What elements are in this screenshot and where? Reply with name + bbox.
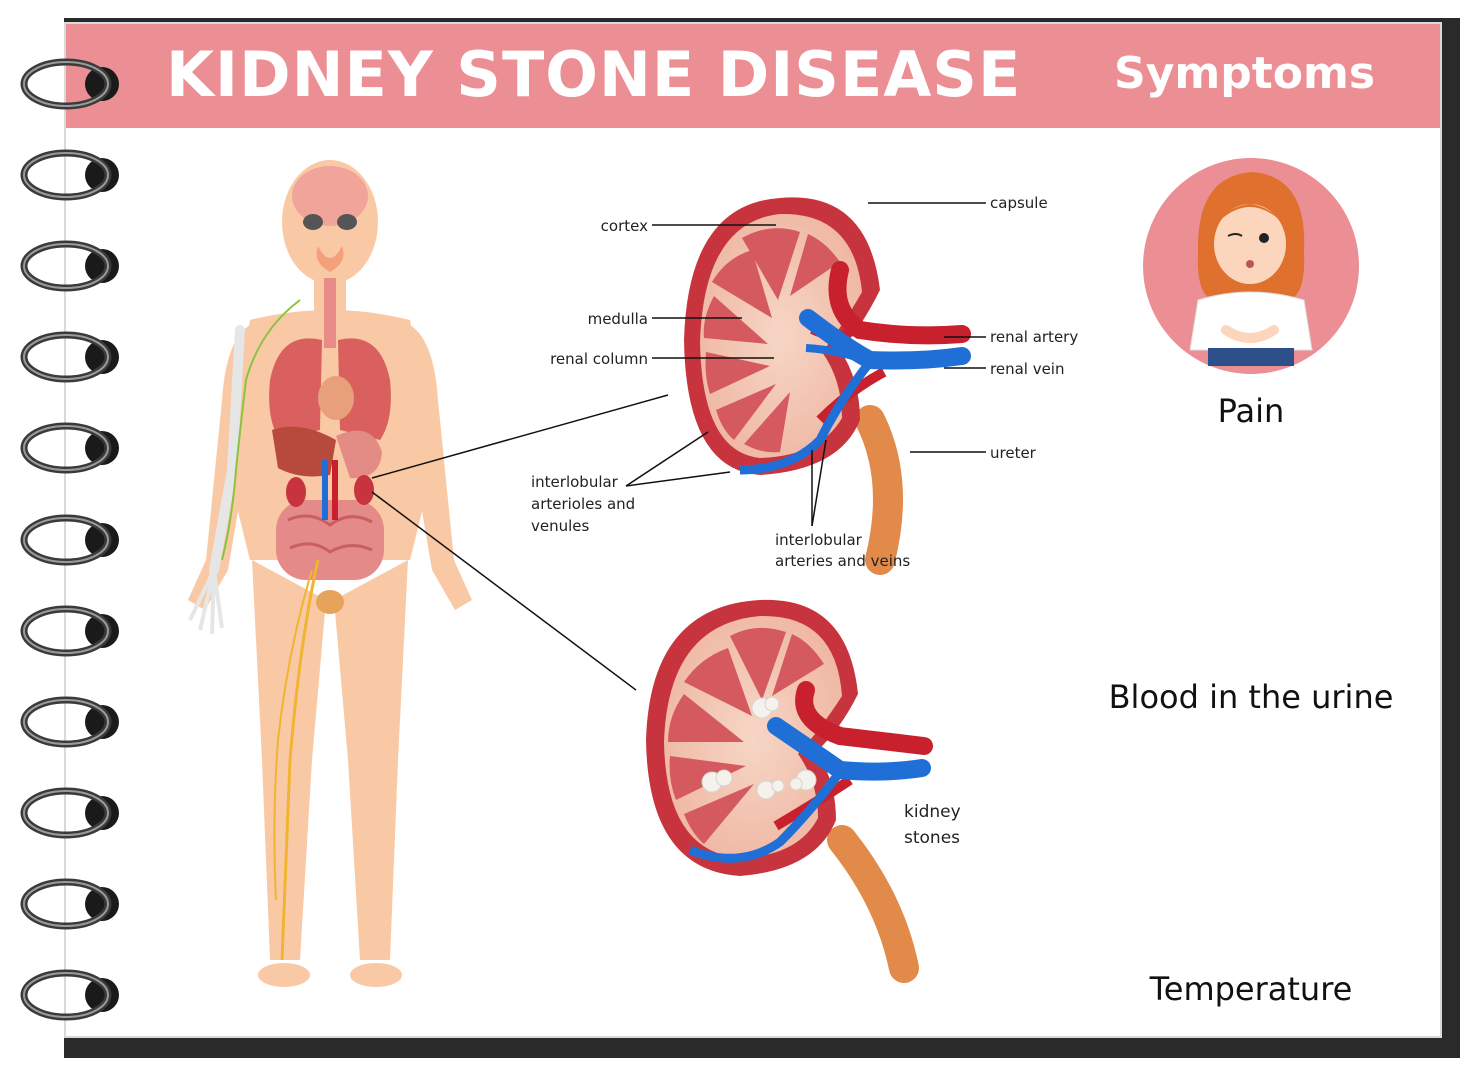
page-title: KIDNEY STONE DISEASE [166,38,1022,111]
binding-ring [20,605,119,657]
binding-ring [20,58,119,110]
header-band: KIDNEY STONE DISEASE Symptoms [66,24,1440,128]
label-interlobular-arterioles-2: arterioles and [531,495,635,513]
lung-left-icon [269,338,322,440]
connector-line-top [371,394,669,479]
human-body-figure [188,160,472,987]
symptom-label-temperature: Temperature [1149,970,1353,1008]
body-kidney-right-icon [354,475,374,505]
girl-stomach-pain-icon [1189,172,1313,366]
connector-line-bottom [371,491,637,691]
binding-ring [20,878,119,930]
binding-ring [20,422,119,474]
label-interlobular-arteries-1: interlobular [775,531,863,549]
binding-ring [20,969,119,1021]
label-kidney-stones-1: kidney [904,802,961,822]
page-subtitle: Symptoms [1114,48,1376,99]
binding-ring [20,240,119,292]
body-kidney-left-icon [286,477,306,507]
brain-icon [292,166,368,226]
label-medulla: medulla [588,310,648,328]
lung-right-icon [338,338,391,440]
label-renal-column: renal column [550,350,648,368]
label-ureter: ureter [990,444,1037,462]
kidney-cross-section-normal [684,197,971,575]
kidney-stones-icon [701,696,817,800]
label-renal-vein: renal vein [990,360,1064,378]
binding-ring [20,149,119,201]
heart-icon [318,376,354,420]
symptom-label-blood: Blood in the urine [1108,678,1394,716]
symptom-label-pain: Pain [1217,392,1285,430]
label-interlobular-arterioles-1: interlobular [531,473,619,491]
kidney-cross-section-stones [646,599,933,983]
ureter-icon [855,405,903,575]
label-kidney-stones-2: stones [904,828,960,848]
leader-lines-top [625,202,986,527]
binding-ring [20,331,119,383]
binding-ring [20,696,119,748]
label-capsule: capsule [990,194,1048,212]
label-cortex: cortex [601,217,648,235]
binding-ring [20,514,119,566]
label-interlobular-arterioles-3: venules [531,517,590,535]
label-renal-artery: renal artery [990,328,1078,346]
label-interlobular-arteries-2: arteries and veins [775,552,910,570]
spiral-binding [20,58,119,1021]
binding-ring [20,787,119,839]
